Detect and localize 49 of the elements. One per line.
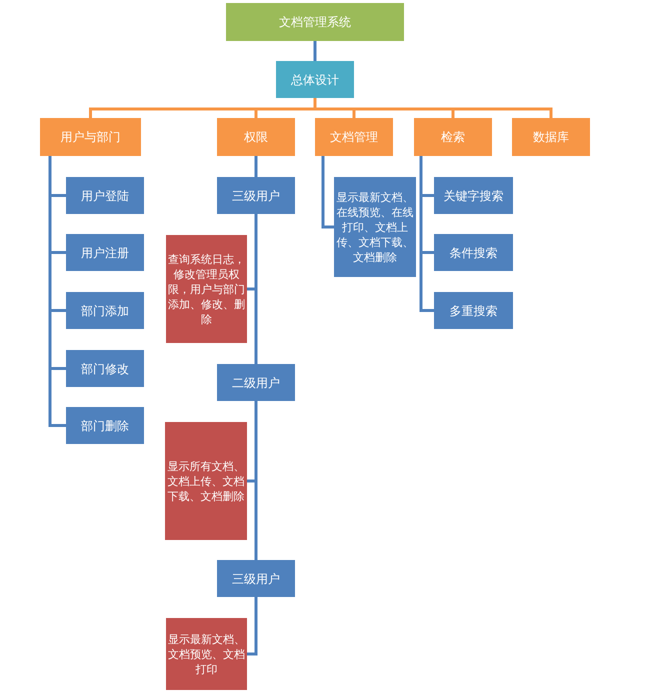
permission-box (166, 618, 247, 690)
connector-line (314, 41, 316, 61)
node-label: 三级用户 (232, 188, 280, 204)
node-label: 三级用户 (232, 570, 280, 586)
connector-line (254, 156, 258, 177)
node-label: 检索 (441, 129, 465, 145)
connector-line (48, 156, 66, 427)
function-box (66, 407, 144, 444)
function-box (66, 292, 144, 329)
module-box (315, 118, 393, 156)
module-box (512, 118, 590, 156)
permission-box (166, 235, 247, 343)
system-box (226, 3, 404, 41)
connector-line (322, 156, 334, 228)
node-label: 用户与部门 (60, 129, 120, 145)
module-box (40, 118, 141, 156)
function-box (66, 177, 144, 214)
user-level-box (217, 560, 295, 597)
permission-box (165, 422, 247, 540)
node-label: 总体设计 (291, 72, 339, 88)
function-box (66, 234, 144, 271)
connector-line (247, 597, 258, 656)
module-box (217, 118, 295, 156)
node-label: 文档管理 (330, 129, 378, 145)
user-level-box (217, 177, 295, 214)
user-level-box (217, 364, 295, 401)
node-label: 查询系统日志，修改管理员权限，用户与部门添加、修改、删除 (167, 252, 246, 326)
design-box (276, 61, 354, 98)
function-box (334, 177, 416, 277)
node-label: 条件搜索 (450, 244, 498, 260)
node-label: 多重搜索 (450, 302, 498, 318)
node-label: 二级用户 (232, 374, 280, 390)
function-box (66, 350, 144, 387)
node-label: 部门添加 (81, 302, 129, 318)
function-box (434, 234, 513, 271)
node-label: 部门删除 (81, 418, 129, 434)
node-label: 权限 (244, 129, 268, 145)
node-label: 用户登陆 (81, 188, 129, 204)
node-label: 用户注册 (81, 244, 129, 260)
function-box (434, 177, 513, 214)
node-label: 显示最新文档、文档预览、文档打印 (167, 632, 246, 676)
node-label: 文档管理系统 (279, 14, 351, 30)
node-label: 部门修改 (81, 360, 129, 376)
node-label: 显示最新文档、在线预览、在线打印、文档上传、文档下载、文档删除 (336, 190, 414, 264)
node-label: 数据库 (533, 129, 569, 145)
node-label: 关键字搜索 (444, 188, 504, 204)
module-box (414, 118, 492, 156)
function-box (434, 292, 513, 329)
node-label: 显示所有文档、文档上传、文档下载、文档删除 (166, 458, 246, 504)
